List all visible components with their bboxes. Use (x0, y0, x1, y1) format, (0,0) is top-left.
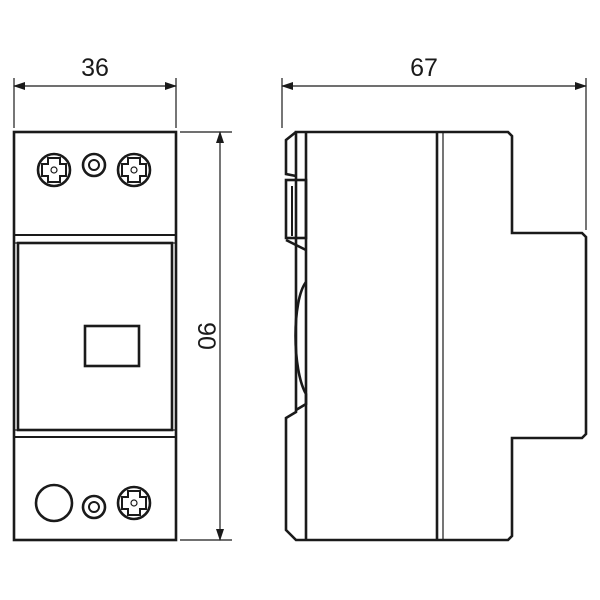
front-view (12, 130, 178, 542)
indicator-window (83, 324, 141, 368)
depth-dimension: 67 (281, 54, 587, 230)
width-dimension: 36 (13, 54, 177, 128)
screw-terminal-icon (116, 485, 152, 521)
depth-label: 67 (410, 54, 438, 82)
din-rail-clip-icon (284, 130, 297, 178)
indicator-icon (81, 494, 107, 520)
front-body-outline (12, 130, 178, 542)
width-label: 36 (81, 54, 109, 82)
screw-terminal-icon (36, 152, 72, 188)
screw-terminal-icon (116, 152, 152, 188)
button-icon (34, 483, 74, 523)
height-label: 90 (192, 322, 220, 350)
indicator-icon (81, 152, 107, 178)
front-cover-panel (16, 241, 174, 432)
side-body-outline (284, 130, 588, 542)
side-view (284, 130, 588, 542)
side-lever-curve (294, 281, 308, 412)
height-dimension: 90 (180, 131, 232, 541)
